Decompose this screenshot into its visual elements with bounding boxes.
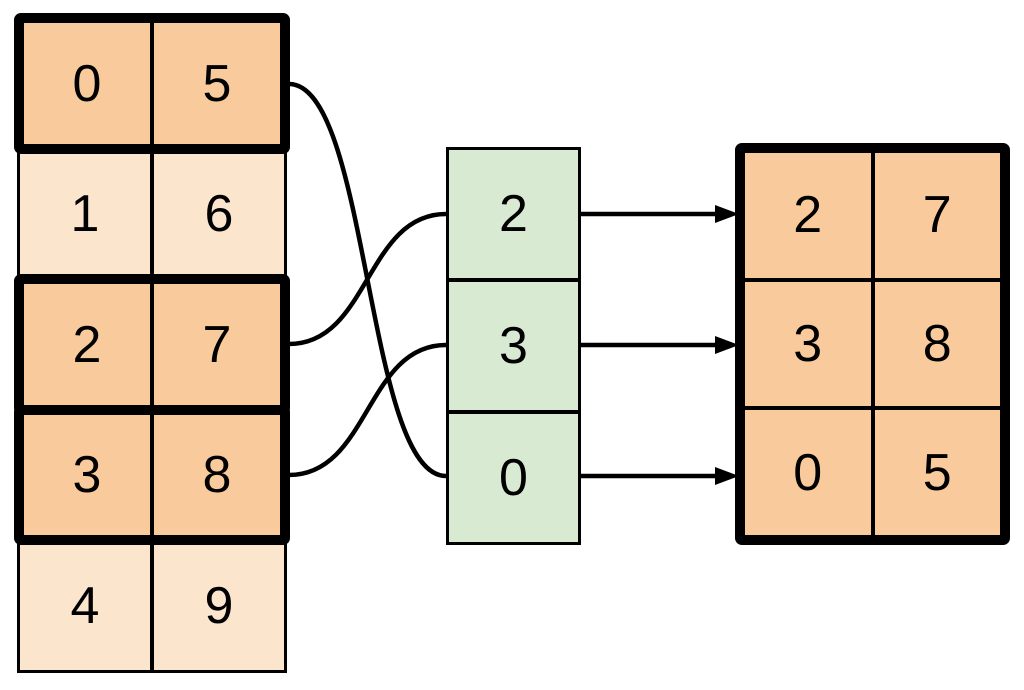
- index-cell-1: 3: [449, 282, 578, 414]
- curve-source-row3-to-index-3: [288, 342, 447, 478]
- result-cell-r0c0: 2: [745, 153, 875, 278]
- arrowhead-icon: [715, 205, 739, 223]
- source-cell-r4c1: 9: [204, 576, 234, 635]
- source-row-4: 4 9: [17, 538, 287, 673]
- index-cell-2: 0: [499, 449, 528, 507]
- arrow-index0-to-result-row0: [581, 205, 739, 223]
- result-row-0: 2 7: [745, 153, 1000, 282]
- source-cell-r1c0: 1: [20, 150, 154, 278]
- result-row-2: 0 5: [745, 410, 1000, 536]
- source-cell-r0c1: 5: [202, 54, 232, 113]
- index-cell-0: 2: [449, 150, 578, 282]
- source-cell-r0c0: 0: [24, 23, 154, 144]
- arrow-index2-to-result-row2: [581, 467, 739, 485]
- source-cell-r1c1: 6: [204, 185, 234, 243]
- source-row-0-selected: 0 5: [14, 13, 290, 154]
- curve-source-row2-to-index-2: [288, 211, 447, 347]
- arrowhead-icon: [715, 336, 739, 354]
- result-table: 2 7 3 8 0 5: [735, 143, 1010, 545]
- source-cell-r2c1: 7: [202, 315, 232, 374]
- index-column: 2 3 0: [446, 147, 581, 545]
- result-cell-r2c0: 0: [745, 410, 875, 536]
- source-row-1: 1 6: [17, 147, 287, 281]
- result-cell-r1c1: 8: [922, 315, 952, 373]
- arrow-index1-to-result-row1: [581, 336, 739, 354]
- source-row-3-selected: 3 8: [14, 405, 290, 545]
- arrowhead-icon: [715, 467, 739, 485]
- result-cell-r1c0: 3: [745, 281, 875, 407]
- source-row-2-selected: 2 7: [14, 274, 290, 415]
- source-cell-r3c1: 8: [202, 446, 232, 504]
- source-cell-r3c0: 3: [24, 415, 154, 535]
- result-row-1: 3 8: [745, 281, 1000, 411]
- source-cell-r4c0: 4: [20, 541, 154, 670]
- result-cell-r2c1: 5: [922, 443, 952, 502]
- source-cell-r2c0: 2: [24, 284, 154, 405]
- result-cell-r0c1: 7: [922, 186, 952, 245]
